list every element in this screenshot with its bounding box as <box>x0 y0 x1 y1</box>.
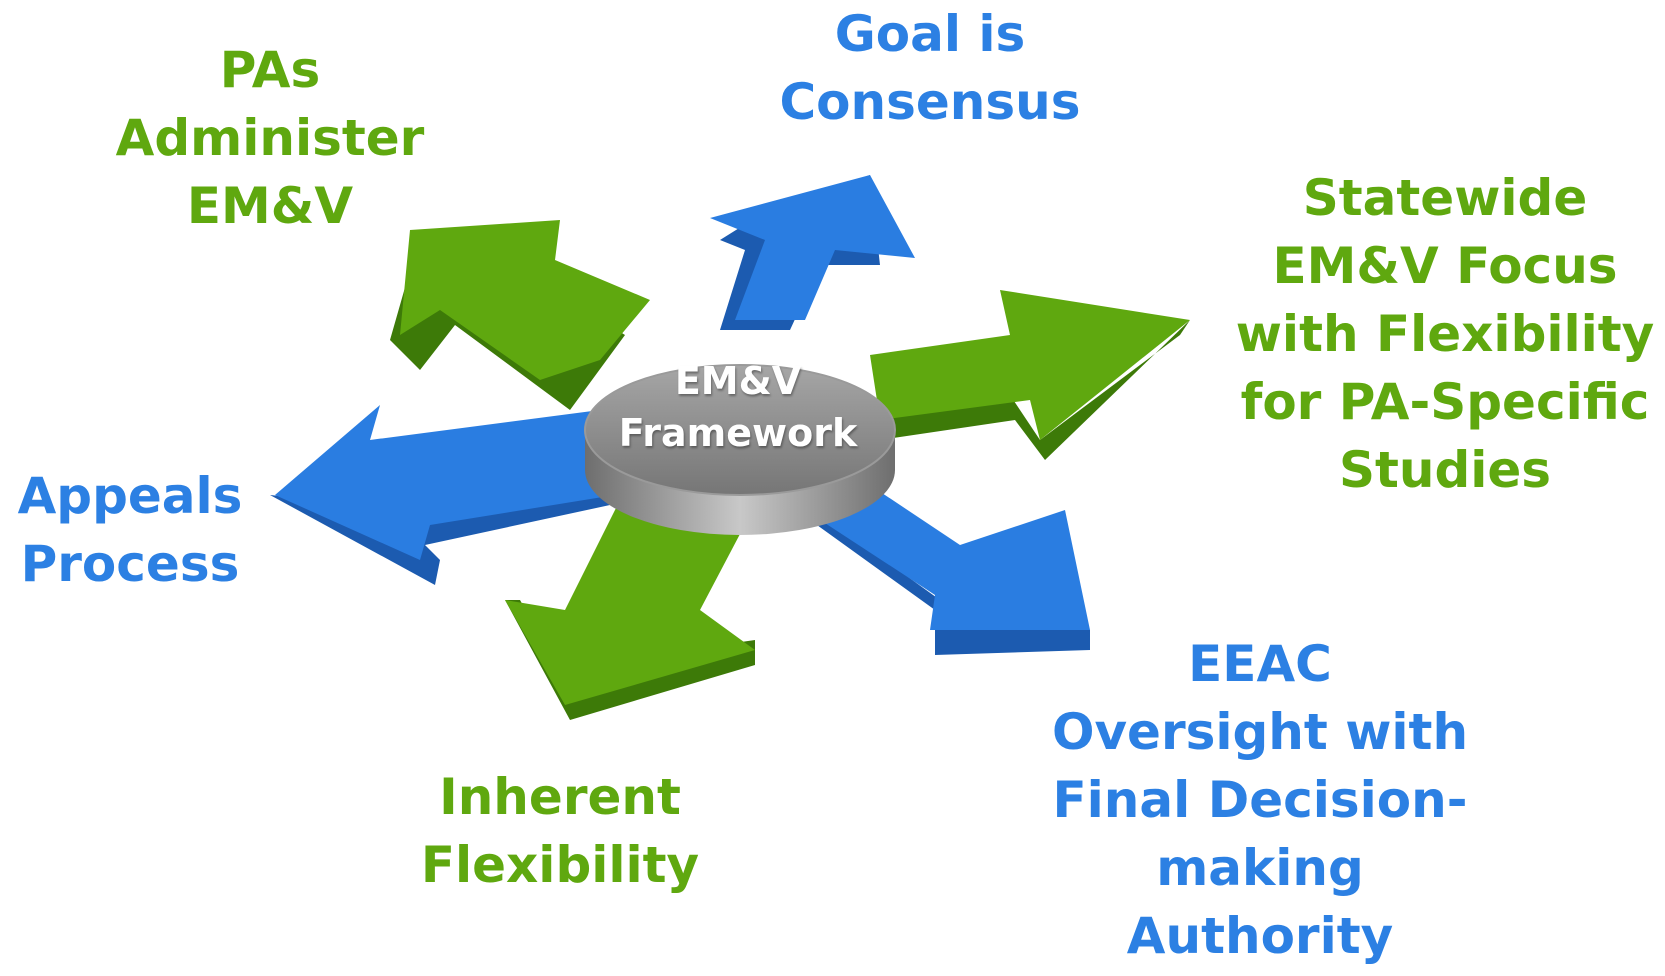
inherent-line-2: Flexibility <box>420 836 700 894</box>
goal-line-1: Goal is <box>834 5 1026 63</box>
eeac-oversight-label: EEAC Oversight with Final Decision- maki… <box>1035 630 1485 970</box>
statewide-line-4: for PA-Specific <box>1240 373 1650 431</box>
pas-line-2: Administer <box>115 109 425 167</box>
eeac-line-4: making <box>1156 839 1364 897</box>
eeac-line-3: Final Decision- <box>1052 771 1468 829</box>
hub-label: EM&V Framework <box>588 355 888 459</box>
eeac-line-5: Authority <box>1126 907 1394 965</box>
arrow-pas-administer <box>390 220 650 410</box>
appeals-line-1: Appeals <box>17 467 243 525</box>
goal-line-2: Consensus <box>779 73 1081 131</box>
pas-administer-label: PAs Administer EM&V <box>100 36 440 240</box>
arrow-statewide <box>870 290 1190 460</box>
arrow-goal-consensus <box>710 175 915 330</box>
statewide-line-5: Studies <box>1338 441 1552 499</box>
hub-label-line-1: EM&V <box>674 359 802 403</box>
inherent-line-1: Inherent <box>439 768 681 826</box>
statewide-focus-label: Statewide EM&V Focus with Flexibility fo… <box>1225 164 1665 504</box>
inherent-flexibility-label: Inherent Flexibility <box>410 763 710 899</box>
hub-label-line-2: Framework <box>618 411 858 455</box>
statewide-line-3: with Flexibility <box>1235 305 1655 363</box>
statewide-line-2: EM&V Focus <box>1272 237 1618 295</box>
eeac-line-2: Oversight with <box>1051 703 1469 761</box>
pas-line-1: PAs <box>219 41 321 99</box>
pas-line-3: EM&V <box>186 177 354 235</box>
framework-hub <box>584 364 896 535</box>
arrow-eeac <box>805 465 1090 655</box>
goal-consensus-label: Goal is Consensus <box>760 0 1100 136</box>
arrow-appeals <box>270 405 615 585</box>
appeals-line-2: Process <box>20 535 240 593</box>
appeals-process-label: Appeals Process <box>0 462 260 598</box>
arrow-inherent <box>505 490 755 720</box>
eeac-line-1: EEAC <box>1188 635 1332 693</box>
statewide-line-1: Statewide <box>1302 169 1588 227</box>
